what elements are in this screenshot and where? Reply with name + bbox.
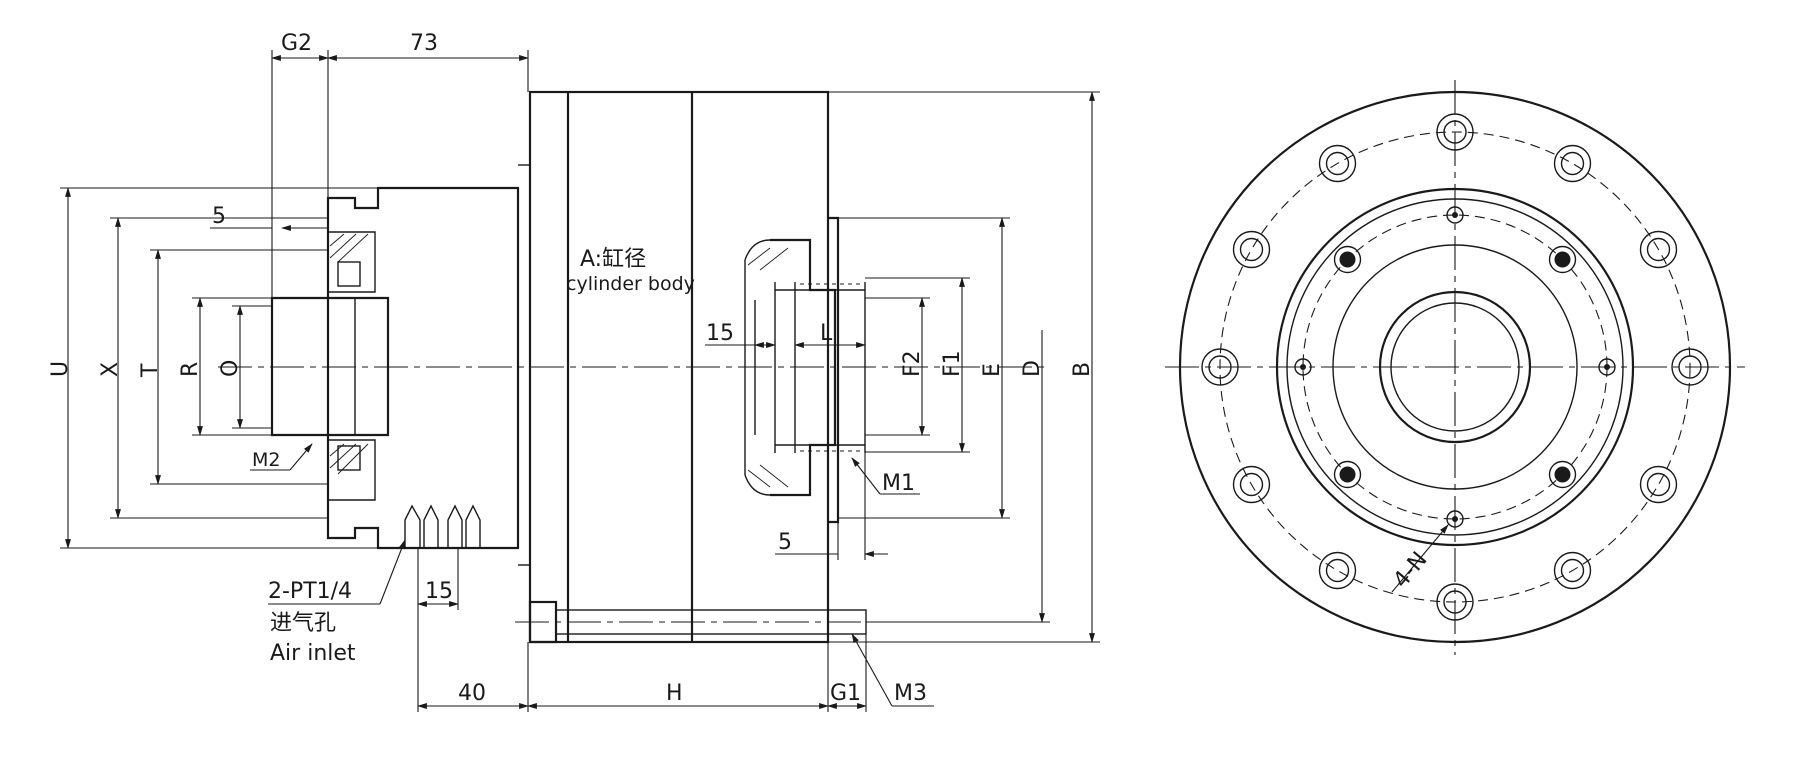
lower-seal-hatch [327,439,376,501]
thread-m2: M2 [252,449,280,471]
dim-g2-top: G2 [281,31,312,56]
dim-o: O [218,360,243,377]
dim-15-mid: 15 [706,321,734,346]
dim-u: U [48,361,73,377]
bolt-circle [1219,131,1691,603]
dim-r: R [178,362,203,377]
center-bore-outer [1378,290,1532,444]
outer-bolt-holes [1201,113,1709,621]
port-count-label: 2-PT1/4 [268,579,352,604]
cylinder-body [528,90,830,644]
thread-m1: M1 [882,471,915,496]
outer-flange [1178,90,1732,644]
dim-f2: F2 [900,350,925,377]
dim-73: 73 [410,31,438,56]
dim-d: D [1020,360,1045,377]
hub-outer [1275,187,1635,547]
port-cn-label: 进气孔 [270,611,336,636]
thread-m3: M3 [894,681,927,706]
dim-t: T [138,363,163,378]
cylinder-body-label: cylinder body [566,273,695,295]
inner-tapped-holes [1333,245,1577,489]
tie-bolt [515,600,880,644]
cylinder-bore-label: A:缸径 [580,247,646,272]
dim-f1: F1 [940,350,965,377]
dim-x: X [98,362,123,377]
port-en-label: Air inlet [270,641,356,666]
dim-e: E [980,363,1005,377]
dim-h: H [666,681,683,706]
dim-5-left: 5 [212,204,226,229]
side-view: G2 73 5 U X T R O M2 A:缸径 cylinder bo [48,31,1100,712]
piston-nose [744,238,866,497]
rear-flange-body [326,186,520,550]
dim-5-right: 5 [778,530,792,555]
center-bore [1390,302,1520,432]
front-step [828,216,840,524]
bore-tube [270,296,390,437]
hub-ring [1286,198,1624,536]
center-boss [1332,244,1578,490]
upper-seal-hatch [327,231,376,293]
air-port-nozzles [404,504,481,548]
front-view: 4-N [1165,80,1745,655]
dim-b: B [1070,362,1095,377]
dim-40: 40 [458,681,486,706]
small-n-holes [1294,206,1616,528]
holes-4n: 4-N [1389,547,1433,592]
dim-15-bottom: 15 [425,579,453,604]
dim-g1: G1 [830,681,861,706]
dim-l: L [820,321,833,346]
